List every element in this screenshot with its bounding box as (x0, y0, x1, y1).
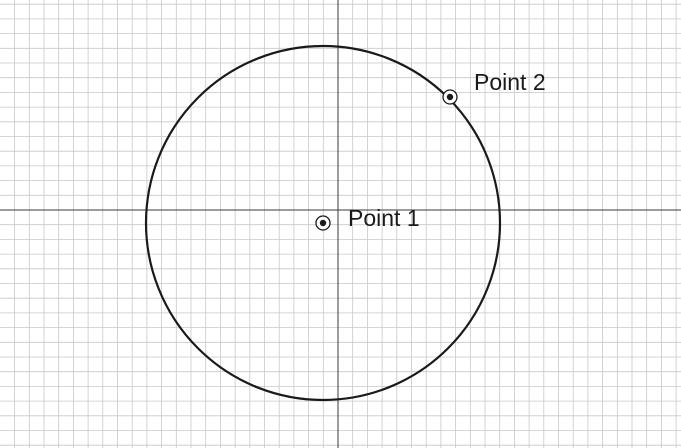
sketch-circle[interactable] (144, 44, 502, 402)
point-2-label: Point 2 (474, 69, 546, 95)
point-2-marker[interactable] (442, 89, 458, 105)
point-1-label: Point 1 (348, 205, 420, 231)
point-1-dot (319, 219, 327, 227)
point-2-dot (446, 93, 454, 101)
point-1-marker[interactable] (315, 215, 331, 231)
